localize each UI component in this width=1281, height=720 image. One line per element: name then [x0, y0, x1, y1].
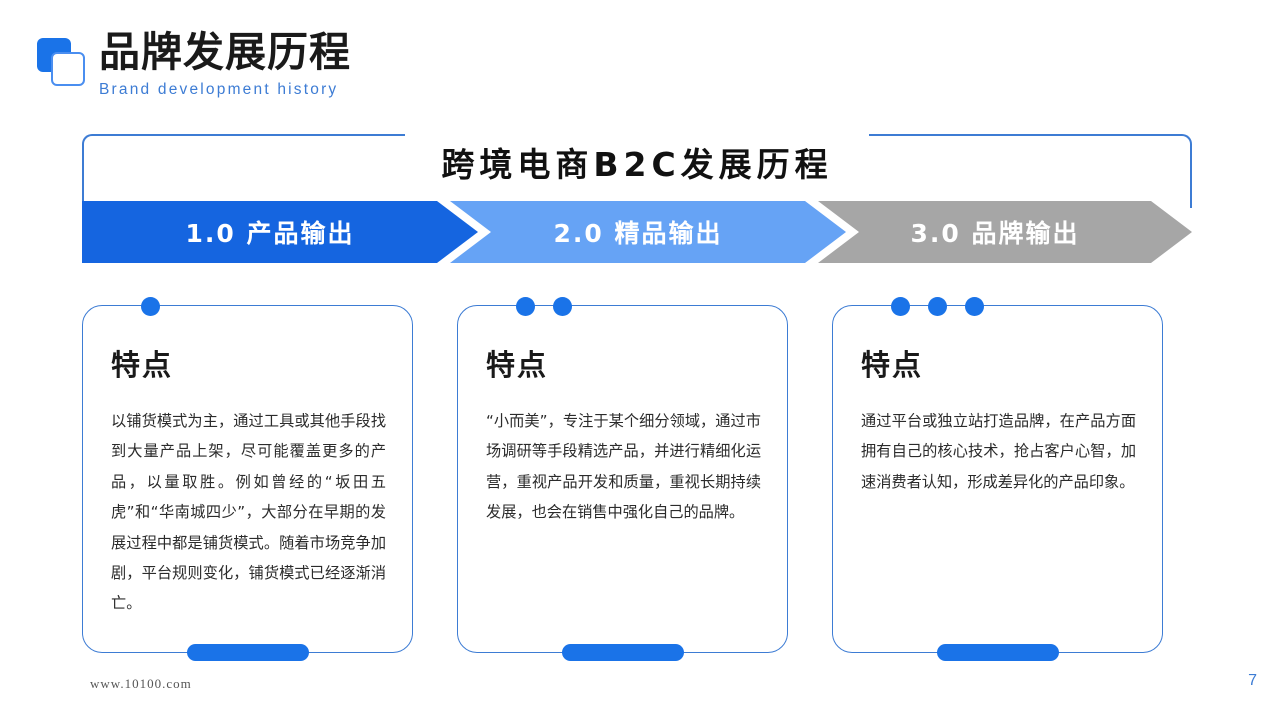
stage-banner-3-label: 3.0 品牌输出	[910, 219, 1080, 248]
card-3-heading: 特点	[861, 348, 924, 382]
card-3-bottom-pill	[936, 644, 1059, 661]
dot-indicator	[965, 297, 984, 316]
bracket-top-left-line	[120, 134, 405, 136]
page-title: 品牌发展历程	[99, 28, 351, 76]
header-titles: 品牌发展历程 Brand development history	[99, 28, 351, 99]
dot-indicator	[891, 297, 910, 316]
card-3-dots	[891, 297, 984, 316]
dot-indicator	[553, 297, 572, 316]
card-2-bottom-pill	[561, 644, 684, 661]
feature-card-2[interactable]: 特点 “小而美”，专注于某个细分领域，通过市场调研等手段精选产品，并进行精细化运…	[457, 297, 788, 661]
card-2-dots	[516, 297, 572, 316]
stage-banner-1[interactable]: 1.0 产品输出	[82, 201, 478, 263]
stage-arrow-banners: 1.0 产品输出 2.0 精品输出 3.0 品牌输出	[82, 201, 1192, 263]
stage-banner-3[interactable]: 3.0 品牌输出	[818, 201, 1192, 263]
card-1-dots	[141, 297, 160, 316]
stage-banner-2-label: 2.0 精品输出	[553, 219, 723, 248]
logo-square-front	[51, 52, 85, 86]
card-2-heading: 特点	[486, 348, 549, 382]
feature-card-3[interactable]: 特点 通过平台或独立站打造品牌，在产品方面拥有自己的核心技术，抢占客户心智，加速…	[832, 297, 1163, 661]
main-title: 跨境电商B2C发展历程	[441, 145, 833, 184]
dot-indicator	[516, 297, 535, 316]
card-3-body: 通过平台或独立站打造品牌，在产品方面拥有自己的核心技术，抢占客户心智，加速消费者…	[861, 412, 1136, 491]
page-subtitle: Brand development history	[99, 80, 339, 98]
stage-banner-2[interactable]: 2.0 精品输出	[450, 201, 846, 263]
dot-indicator	[141, 297, 160, 316]
feature-cards: 特点 以铺货模式为主，通过工具或其他手段找到大量产品上架，尽可能覆盖更多的产品，…	[82, 297, 1192, 661]
bracket-top-right-line	[869, 134, 1154, 136]
page-number: 7	[1248, 672, 1257, 689]
dot-indicator	[928, 297, 947, 316]
card-1-heading: 特点	[111, 348, 174, 382]
slide-header: 品牌发展历程 Brand development history	[35, 28, 351, 99]
stage-banner-1-label: 1.0 产品输出	[185, 219, 355, 248]
bracket-right	[1152, 134, 1192, 208]
title-bracket-frame: 跨境电商B2C发展历程	[82, 134, 1192, 208]
footer-url: www.10100.com	[90, 676, 192, 691]
bracket-left	[82, 134, 122, 208]
overlapping-squares-logo-icon	[35, 36, 87, 88]
card-1-body: 以铺货模式为主，通过工具或其他手段找到大量产品上架，尽可能覆盖更多的产品，以量取…	[111, 412, 386, 613]
card-2-body: “小而美”，专注于某个细分领域，通过市场调研等手段精选产品，并进行精细化运营，重…	[486, 412, 761, 522]
card-1-bottom-pill	[186, 644, 309, 661]
feature-card-1[interactable]: 特点 以铺货模式为主，通过工具或其他手段找到大量产品上架，尽可能覆盖更多的产品，…	[82, 297, 413, 661]
